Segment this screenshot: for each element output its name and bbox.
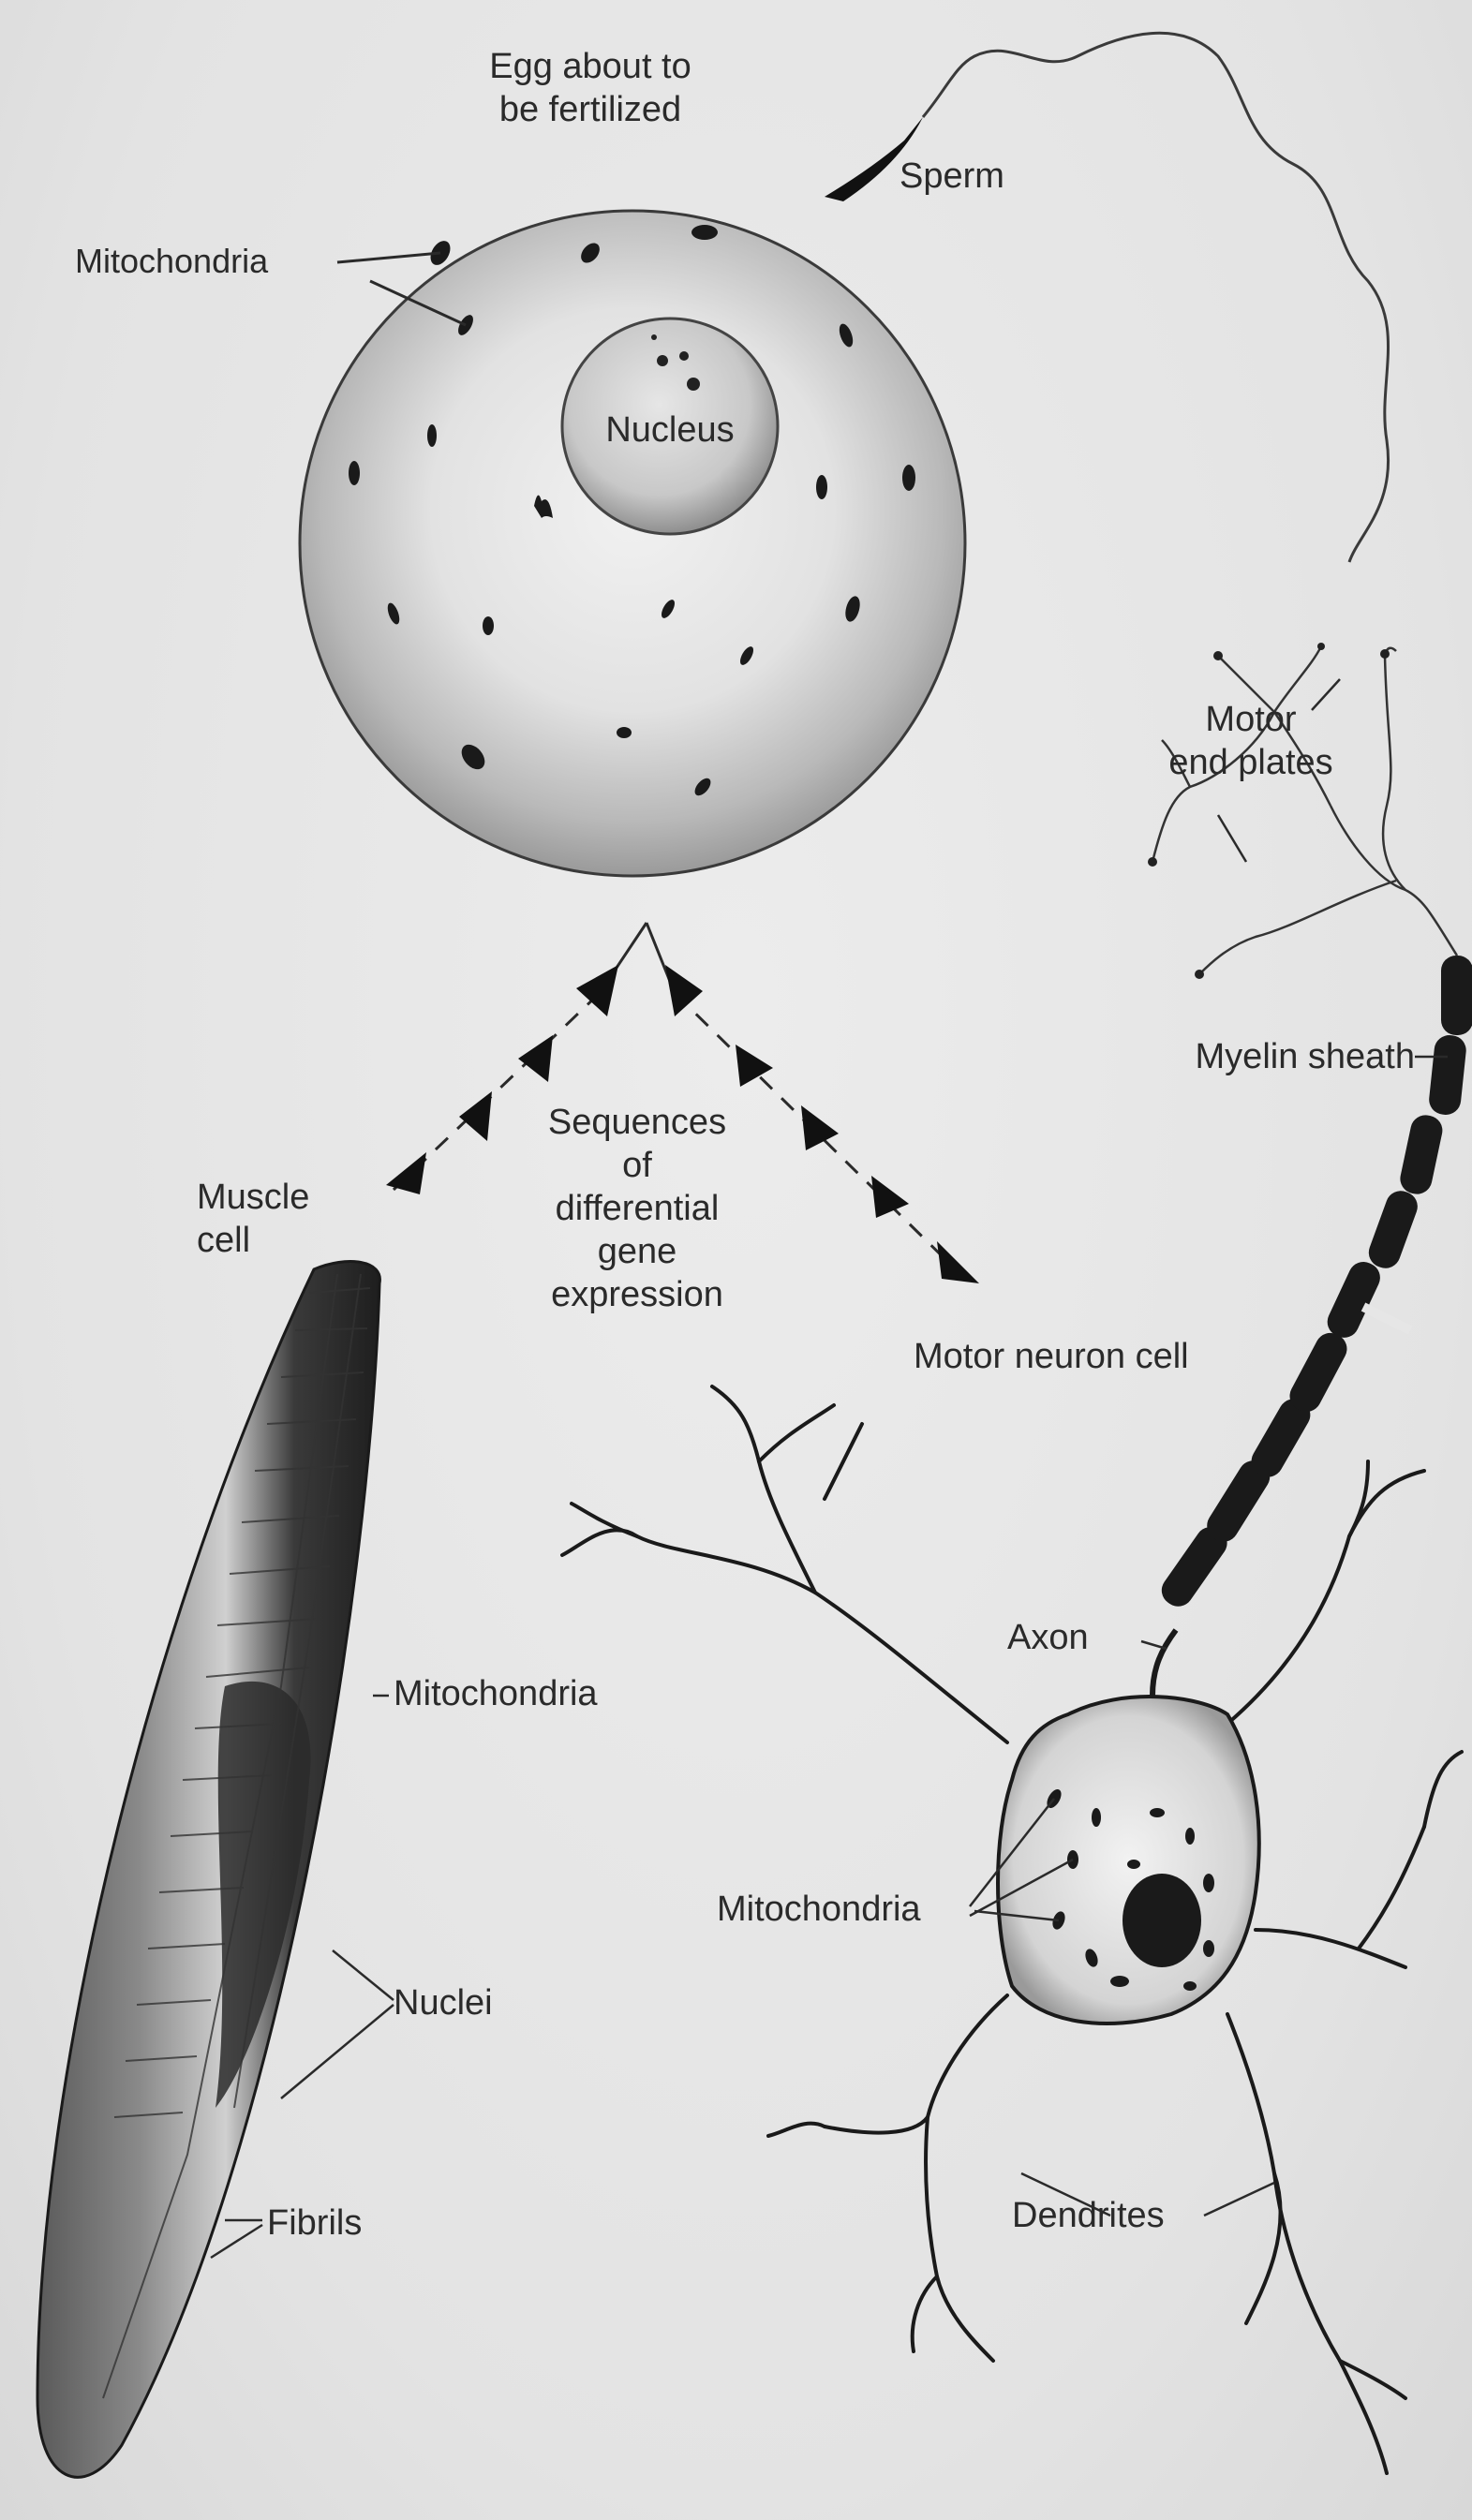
egg-label: Egg about to be fertilized bbox=[450, 45, 731, 131]
muscle-cell bbox=[37, 1262, 379, 2478]
end-plate-tips bbox=[1148, 643, 1390, 979]
motor-end-plates-label: Motor end plates bbox=[1143, 698, 1359, 784]
egg-mitochondria-label: Mitochondria bbox=[75, 240, 268, 283]
nucleus-label: Nucleus bbox=[562, 408, 778, 452]
nuclei-label: Nuclei bbox=[394, 1981, 493, 2024]
axon-break-mark bbox=[1363, 1307, 1410, 1330]
fibrils-label: Fibrils bbox=[267, 2201, 362, 2245]
dendrites-label: Dendrites bbox=[1012, 2194, 1165, 2237]
axon-label: Axon bbox=[1007, 1616, 1089, 1659]
sperm-label: Sperm bbox=[900, 155, 1004, 198]
neuron-mitochondria-label: Mitochondria bbox=[717, 1888, 921, 1931]
egg-cell bbox=[300, 211, 965, 876]
motor-end-plate-branches bbox=[1152, 646, 1457, 974]
myelin-sheath-label: Myelin sheath bbox=[1106, 1035, 1415, 1078]
muscle-cell-label: Muscle cell bbox=[197, 1176, 309, 1262]
sequences-label: Sequences of differential gene expressio… bbox=[511, 1101, 764, 1316]
muscle-mitochondria-label: Mitochondria bbox=[394, 1672, 598, 1715]
motor-neuron-cell-label: Motor neuron cell bbox=[914, 1335, 1189, 1378]
